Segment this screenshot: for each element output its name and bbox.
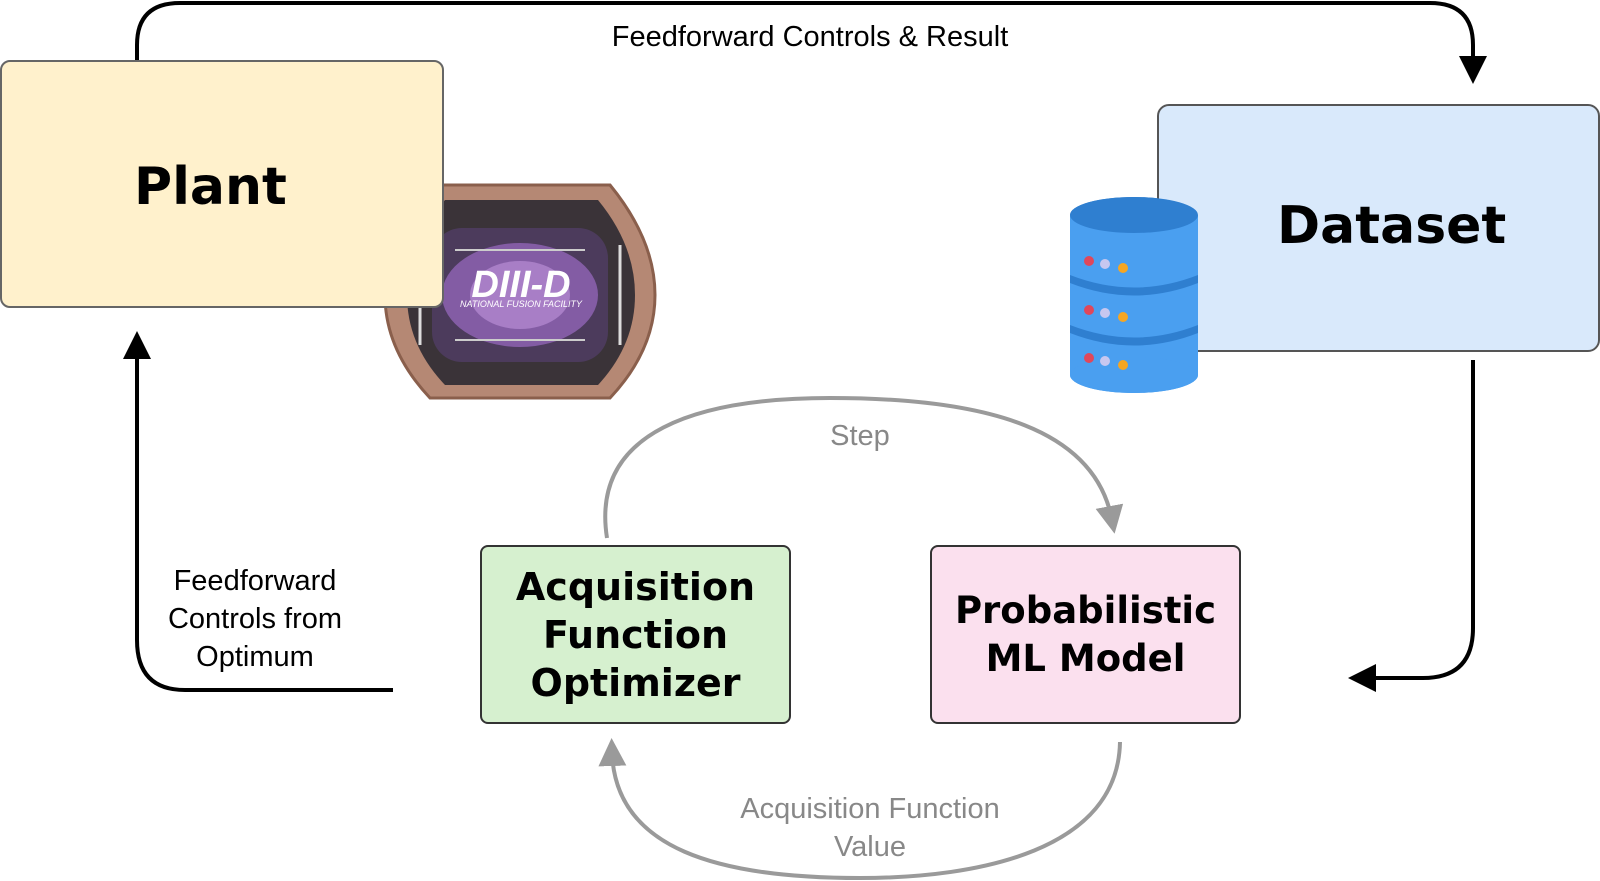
probabilistic-model-node: Probabilistic ML Model: [930, 545, 1241, 724]
plant-node: Plant: [0, 60, 444, 308]
edge-optimizer-to-plant: [123, 331, 393, 692]
label-plant-to-dataset: Feedforward Controls & Result: [611, 21, 1009, 53]
dataset-title: Dataset: [1277, 196, 1507, 256]
label-model-to-optimizer-line-1: Acquisition Function: [740, 793, 1000, 825]
label-model-to-optimizer: Acquisition Function Value: [700, 790, 1040, 866]
acquisition-optimizer-line-3: Optimizer: [530, 660, 741, 705]
dataset-node: Dataset: [1157, 104, 1600, 352]
edge-plant-to-dataset: [135, 0, 1487, 90]
label-optimizer-to-plant-line-3: Optimum: [196, 641, 314, 673]
plant-title: Plant: [134, 157, 287, 217]
label-optimizer-to-plant-line-2: Controls from: [167, 603, 343, 635]
diii-d-device-image: DIII-D NATIONAL FUSION FACILITY: [383, 183, 657, 400]
label-model-to-optimizer-line-2: Value: [833, 831, 907, 863]
acquisition-optimizer-node: Acquisition Function Optimizer: [480, 545, 791, 724]
probabilistic-model-line-1: Probabilistic: [954, 588, 1217, 632]
probabilistic-model-line-2: ML Model: [985, 636, 1186, 680]
diii-d-logo-subtext: NATIONAL FUSION FACILITY: [460, 299, 583, 309]
database-icon-overlay: [1070, 197, 1198, 393]
edge-dataset-to-model: [1348, 360, 1475, 692]
diii-d-logo-text: DIII-D: [471, 264, 570, 306]
edge-optimizer-to-model: [603, 395, 1124, 539]
label-optimizer-to-plant: Feedforward Controls from Optimum: [140, 562, 370, 676]
label-step: Step: [830, 420, 890, 452]
acquisition-optimizer-line-1: Acquisition: [515, 564, 756, 609]
label-optimizer-to-plant-line-1: Feedforward: [173, 565, 337, 597]
acquisition-optimizer-line-2: Function: [542, 612, 729, 657]
edge-model-to-optimizer: [598, 738, 1122, 881]
